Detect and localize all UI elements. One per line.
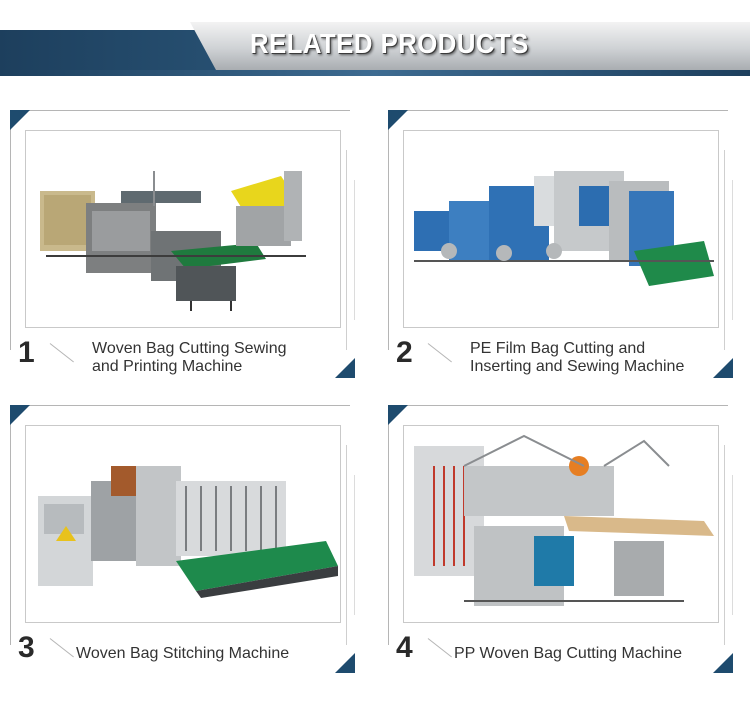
product-name-line: PP Woven Bag Cutting Machine [454, 645, 682, 662]
product-photo[interactable] [403, 425, 719, 623]
card-frame [346, 445, 347, 645]
pp-woven-bag-cutting-machine-photo [414, 434, 714, 606]
label-divider [427, 638, 452, 658]
page-title: RELATED PRODUCTS [250, 28, 529, 59]
product-name[interactable]: Woven Bag Cutting Sewing and Printing Ma… [92, 340, 342, 376]
product-name-line: PE Film Bag Cutting and [470, 340, 646, 357]
card-frame [388, 110, 389, 350]
header-banner: RELATED PRODUCTS [0, 0, 750, 80]
product-number: 1 [18, 336, 35, 369]
product-number: 2 [396, 336, 413, 369]
corner-accent [335, 358, 355, 378]
card-frame [388, 110, 728, 111]
product-photo[interactable] [25, 425, 341, 623]
product-photo[interactable] [403, 130, 719, 328]
card-frame [354, 180, 355, 320]
card-frame [388, 405, 728, 406]
product-name-line: Inserting and Sewing Machine [470, 358, 685, 375]
label-divider [49, 343, 74, 363]
product-name-line: Woven Bag Stitching Machine [76, 645, 290, 662]
pe-film-bag-cutting-inserting-sewing-machine-photo [414, 171, 714, 286]
card-frame [724, 150, 725, 350]
product-name[interactable]: PE Film Bag Cutting and Inserting and Se… [470, 340, 720, 376]
woven-bag-cutting-sewing-printing-machine-photo [40, 171, 306, 311]
corner-accent [713, 653, 733, 673]
corner-accent [713, 358, 733, 378]
card-frame [10, 405, 350, 406]
product-photo[interactable] [25, 130, 341, 328]
product-name-line: and Printing Machine [92, 358, 243, 375]
banner-stripe [0, 70, 750, 76]
woven-bag-stitching-machine-photo [38, 466, 338, 598]
card-frame [354, 475, 355, 615]
card-frame [10, 110, 11, 350]
card-frame [388, 405, 389, 645]
corner-accent [335, 653, 355, 673]
card-frame [732, 475, 733, 615]
product-number: 3 [18, 631, 35, 664]
corner-accent [10, 110, 30, 130]
product-number: 4 [396, 631, 413, 664]
product-card-4[interactable]: 4 PP Woven Bag Cutting Machine [388, 405, 733, 683]
card-frame [724, 445, 725, 645]
card-frame [346, 150, 347, 350]
label-divider [427, 343, 452, 363]
corner-accent [388, 405, 408, 425]
card-frame [10, 405, 11, 645]
product-name[interactable]: PP Woven Bag Cutting Machine [454, 645, 724, 663]
banner-metal-band [190, 22, 750, 70]
corner-accent [388, 110, 408, 130]
card-frame [10, 110, 350, 111]
label-divider [49, 638, 74, 658]
corner-accent [10, 405, 30, 425]
product-card-2[interactable]: 2 PE Film Bag Cutting and Inserting and … [388, 110, 733, 388]
product-card-3[interactable]: 3 Woven Bag Stitching Machine [10, 405, 355, 683]
product-card-1[interactable]: 1 Woven Bag Cutting Sewing and Printing … [10, 110, 355, 388]
product-name-line: Woven Bag Cutting Sewing [92, 340, 287, 357]
product-name[interactable]: Woven Bag Stitching Machine [76, 645, 346, 663]
card-frame [732, 180, 733, 320]
